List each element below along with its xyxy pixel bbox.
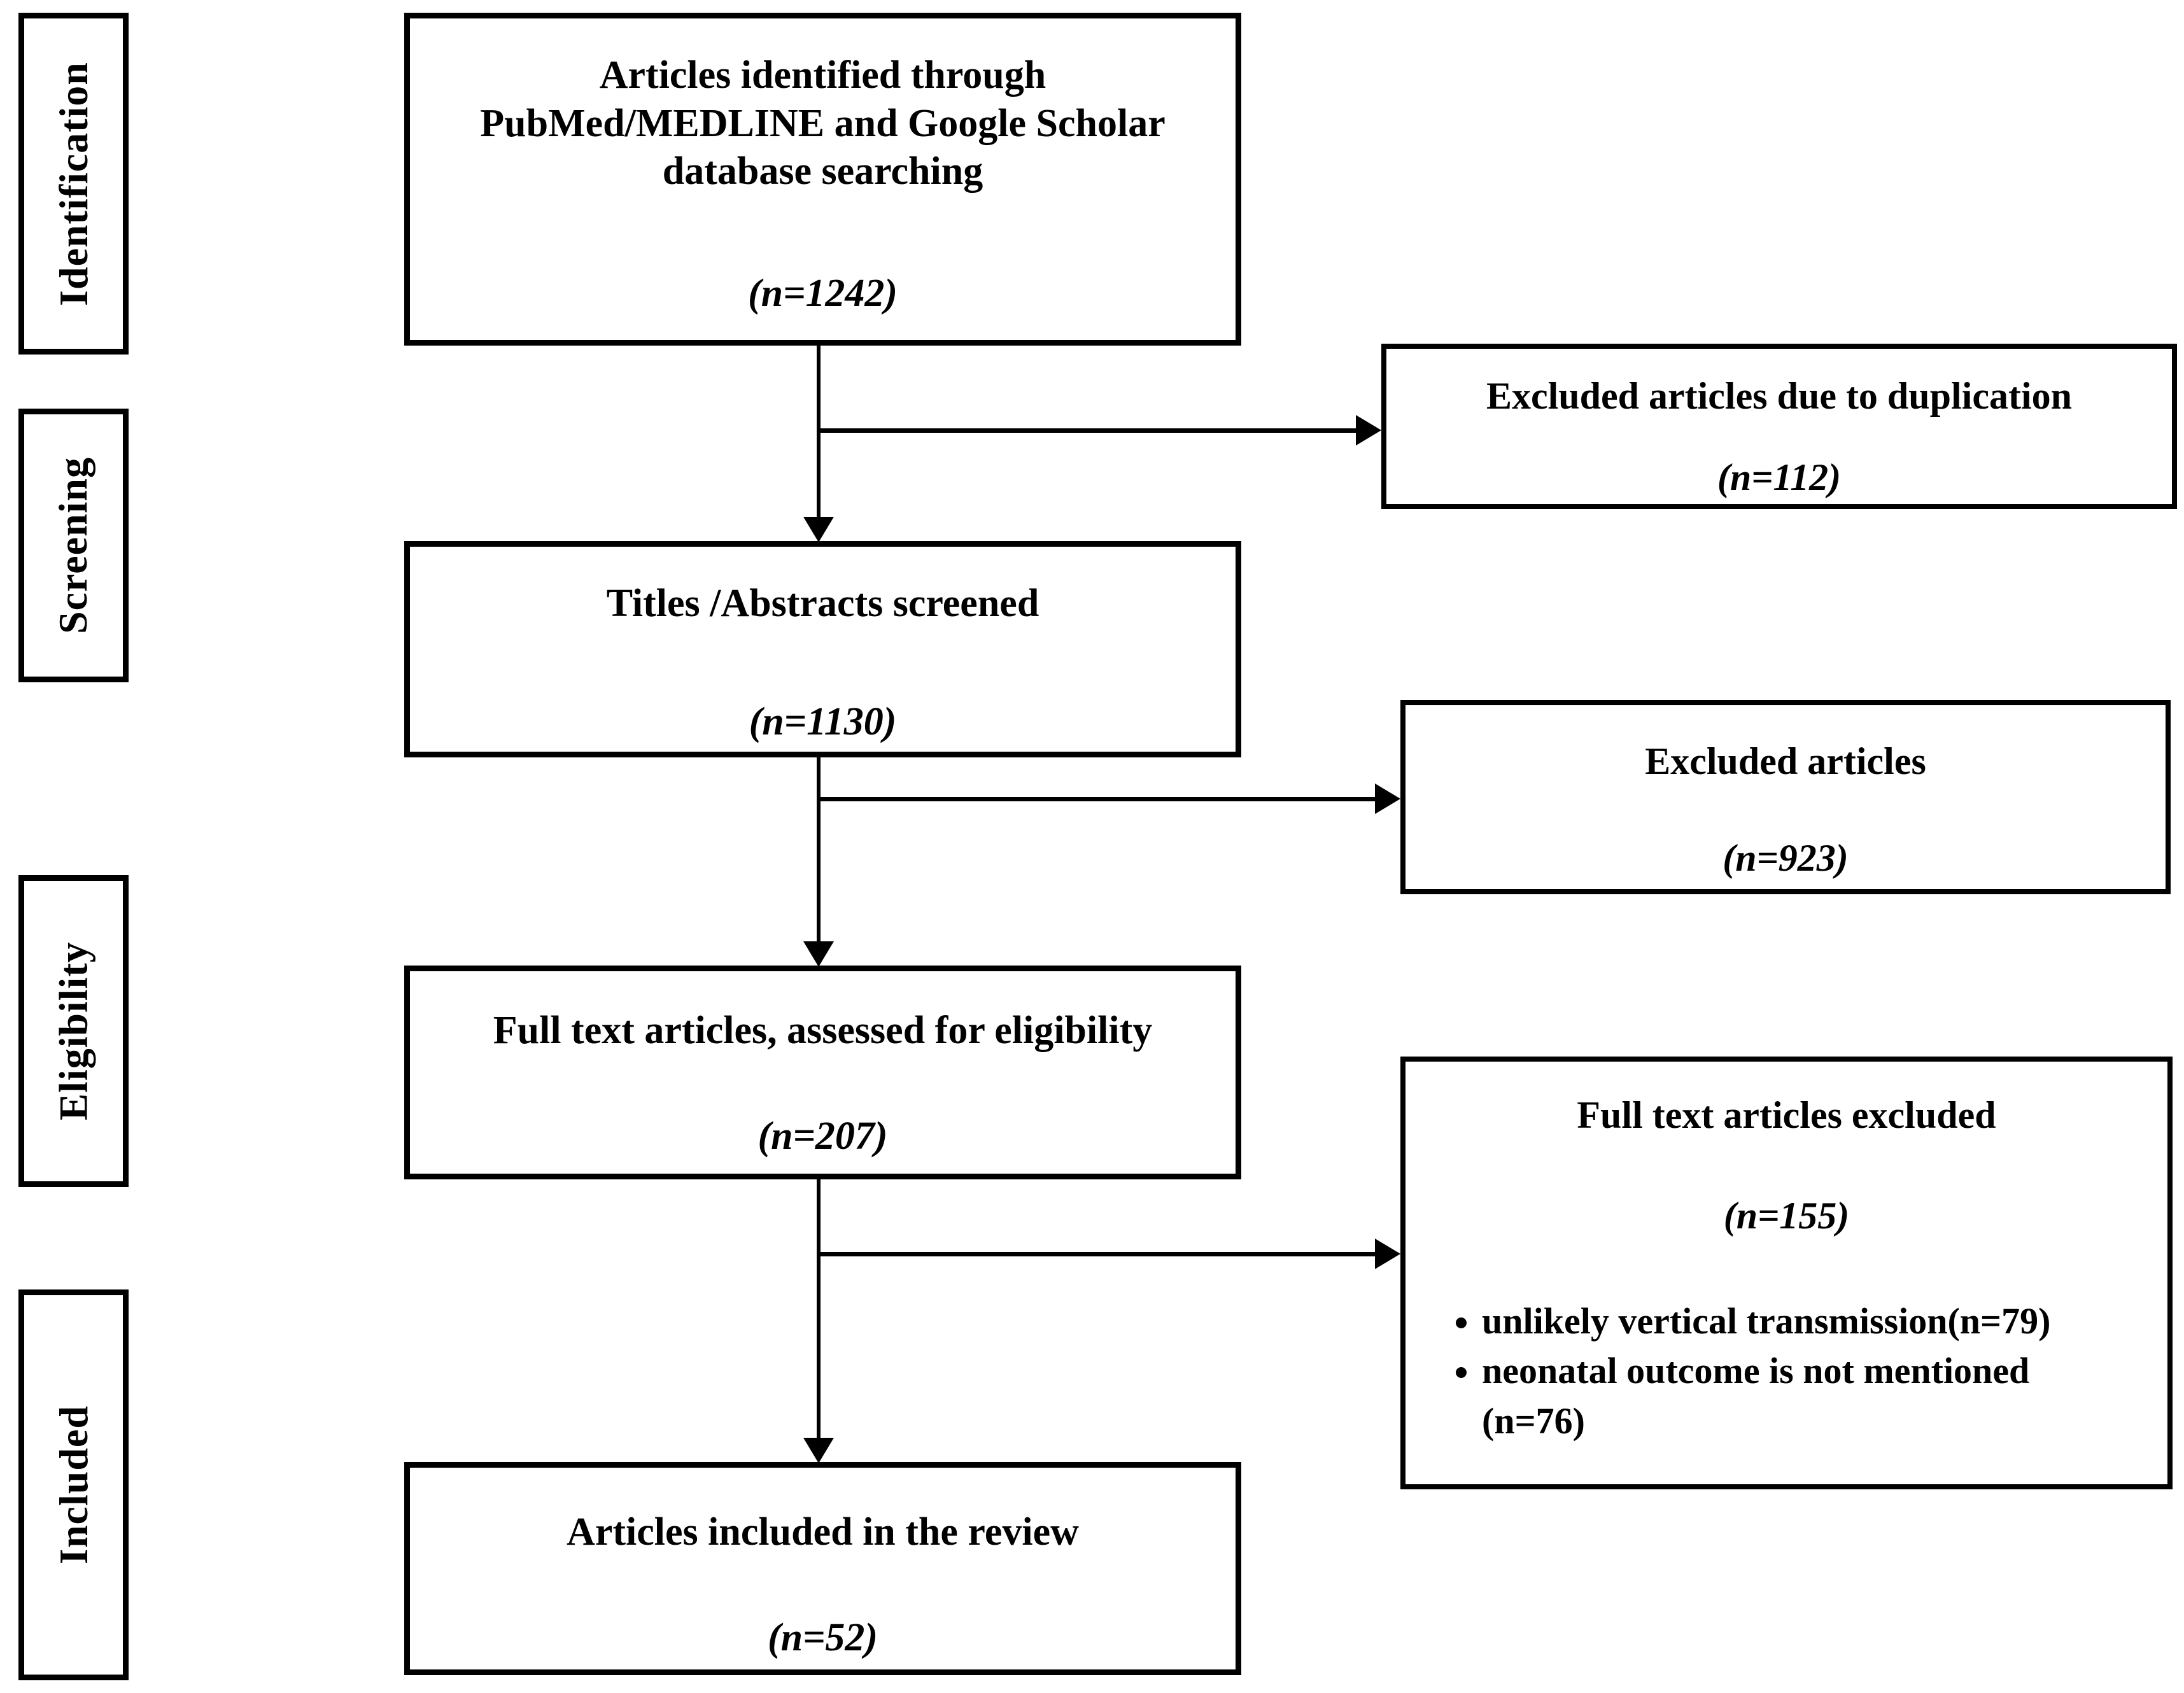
- connector-branch-3: [819, 1252, 1376, 1256]
- arrowhead-right-2: [1375, 783, 1400, 814]
- flow-box-count: (n=1242): [747, 271, 898, 315]
- stage-label-eligibility: Eligibility: [50, 941, 96, 1121]
- flow-box-titles-abstracts-screened: Titles /Abstracts screened (n=1130): [404, 541, 1241, 757]
- stage-label-included: Included: [50, 1405, 96, 1564]
- exclusion-reason-list: unlikely vertical transmission(n=79) neo…: [1406, 1296, 2150, 1446]
- exclusion-reason-item: unlikely vertical transmission(n=79): [1482, 1296, 2125, 1346]
- flow-box-title: Titles /Abstracts screened: [606, 582, 1039, 625]
- exclusion-box-title: Full text articles excluded: [1577, 1094, 1996, 1136]
- stage-box-eligibility: Eligibility: [18, 875, 129, 1187]
- flow-box-fulltext-assessed: Full text articles, assessed for eligibi…: [404, 966, 1241, 1179]
- arrowhead-right-3: [1375, 1239, 1400, 1269]
- exclusion-box-title: Excluded articles: [1645, 740, 1926, 782]
- connector-vertical-2: [817, 757, 821, 943]
- arrowhead-down-1: [803, 517, 834, 542]
- connector-branch-2: [819, 797, 1376, 801]
- flow-box-title: Articles identified through PubMed/MEDLI…: [480, 53, 1166, 193]
- flow-box-title: Articles included in the review: [567, 1510, 1079, 1554]
- flow-box-count: (n=207): [757, 1114, 888, 1158]
- flow-box-count: (n=1130): [749, 699, 897, 743]
- exclusion-reason-item: neonatal outcome is not mentioned (n=76): [1482, 1346, 2125, 1446]
- exclusion-box-count: (n=155): [1723, 1195, 1850, 1237]
- arrowhead-right-1: [1356, 415, 1381, 446]
- stage-label-identification: Identification: [50, 61, 96, 306]
- exclusion-box-count: (n=923): [1723, 837, 1849, 879]
- flow-box-title: Full text articles, assessed for eligibi…: [493, 1009, 1153, 1052]
- exclusion-box-fulltext: Full text articles excluded (n=155) unli…: [1400, 1057, 2173, 1489]
- stage-box-included: Included: [18, 1289, 129, 1680]
- arrowhead-down-2: [803, 941, 834, 967]
- exclusion-box-duplication: Excluded articles due to duplication (n=…: [1381, 344, 2177, 509]
- stage-box-identification: Identification: [18, 13, 129, 355]
- connector-vertical-3: [817, 1179, 821, 1440]
- stage-label-screening: Screening: [50, 456, 96, 635]
- connector-branch-1: [819, 428, 1357, 433]
- exclusion-box-count: (n=112): [1717, 456, 1842, 498]
- stage-box-screening: Screening: [18, 409, 129, 682]
- flow-box-articles-included: Articles included in the review (n=52): [404, 1462, 1241, 1675]
- flow-box-count: (n=52): [767, 1615, 878, 1659]
- arrowhead-down-3: [803, 1438, 834, 1463]
- exclusion-box-title: Excluded articles due to duplication: [1486, 375, 2073, 417]
- flow-box-articles-identified: Articles identified through PubMed/MEDLI…: [404, 13, 1241, 346]
- exclusion-box-screened: Excluded articles (n=923): [1400, 700, 2171, 894]
